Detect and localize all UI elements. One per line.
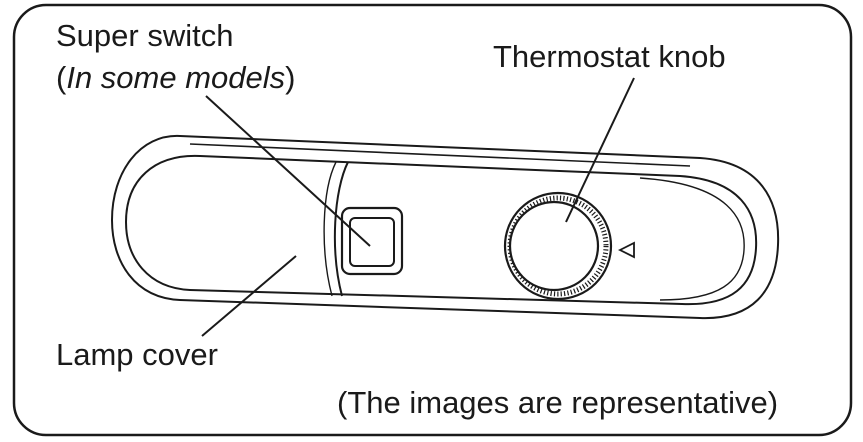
outer-frame xyxy=(12,3,853,437)
lamp-cover-seam xyxy=(333,161,349,297)
thermostat-knob-face xyxy=(508,200,600,292)
lamp-cover-seam-inner xyxy=(323,161,337,297)
leader-line-super-switch xyxy=(205,95,371,247)
panel-top-bevel xyxy=(189,143,691,167)
lamp-cover-label: Lamp cover xyxy=(56,337,218,372)
super-switch-button xyxy=(349,217,395,267)
panel-right-edge xyxy=(639,177,745,301)
panel-face xyxy=(124,154,758,306)
thermostat-knob[interactable] xyxy=(503,191,613,301)
super-switch-sublabel-close: ) xyxy=(285,60,296,95)
leader-line-thermostat-knob xyxy=(565,77,635,223)
super-switch[interactable] xyxy=(340,206,404,276)
super-switch-sublabel: (In some models) xyxy=(56,60,295,96)
super-switch-label: Super switch xyxy=(56,18,234,53)
thermostat-knob-label: Thermostat knob xyxy=(493,39,726,74)
knob-indicator-triangle-icon xyxy=(617,241,635,259)
super-switch-sublabel-open: ( xyxy=(56,60,67,95)
super-switch-sublabel-italic: In some models xyxy=(66,60,286,95)
representative-note: (The images are representative) xyxy=(337,385,779,420)
leader-line-lamp-cover xyxy=(201,255,297,337)
panel-housing-outer xyxy=(110,134,780,320)
